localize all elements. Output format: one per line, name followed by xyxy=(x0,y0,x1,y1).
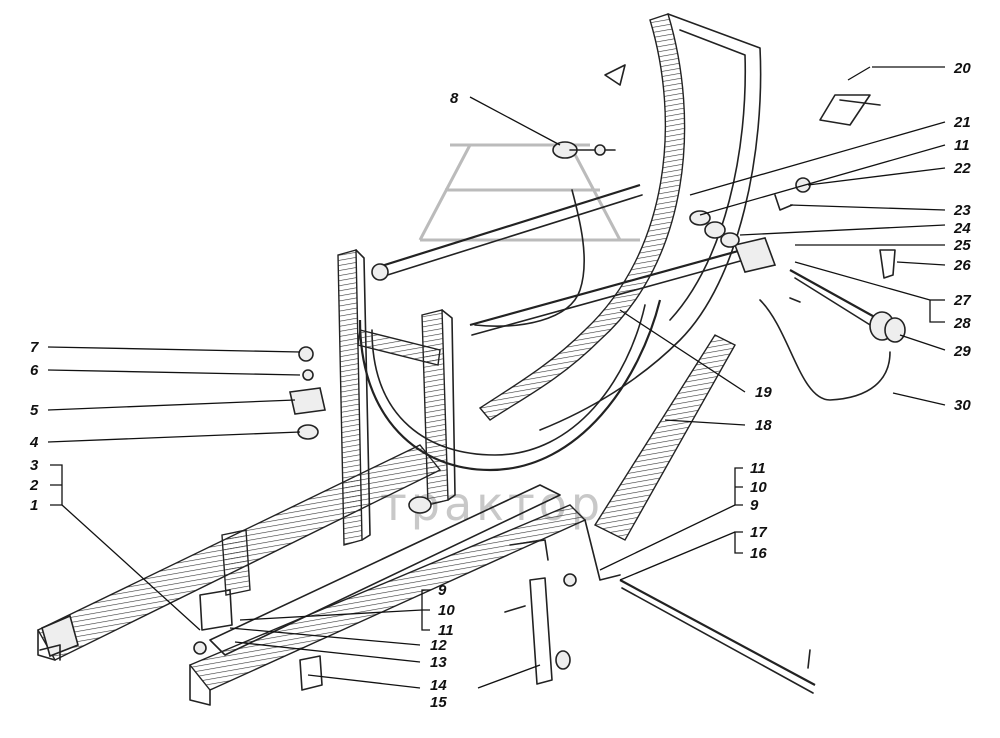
callout-10-bottom: 10 xyxy=(438,602,455,619)
callout-2: 2 xyxy=(29,477,39,494)
strap-band xyxy=(357,299,662,472)
callout-3: 3 xyxy=(30,457,39,474)
callout-11-right: 11 xyxy=(750,460,766,477)
brace-rod xyxy=(469,237,777,336)
callout-25: 25 xyxy=(953,237,971,254)
callout-labels: 8 20 21 11 22 23 24 25 26 27 28 29 30 7 … xyxy=(29,60,971,711)
callout-14: 14 xyxy=(430,677,447,694)
callout-13: 13 xyxy=(430,654,447,671)
callout-10-right: 10 xyxy=(750,479,767,496)
callout-28: 28 xyxy=(953,315,971,332)
leader-lines xyxy=(47,66,946,689)
brackets-fasteners xyxy=(193,346,577,691)
callout-21: 21 xyxy=(953,114,971,131)
pin-assembly xyxy=(689,210,906,343)
callout-11-bottom: 11 xyxy=(438,622,454,639)
callout-22: 22 xyxy=(953,160,971,177)
callout-26: 26 xyxy=(953,257,971,274)
callout-15: 15 xyxy=(430,694,447,711)
callout-24: 24 xyxy=(953,220,971,237)
callout-9-bottom: 9 xyxy=(438,582,447,599)
callout-23: 23 xyxy=(953,202,971,219)
callout-27: 27 xyxy=(953,292,971,309)
callout-18: 18 xyxy=(755,417,772,434)
callout-20: 20 xyxy=(953,60,971,77)
callout-11: 11 xyxy=(954,137,970,154)
tension-rod xyxy=(371,141,643,281)
carrier-arm xyxy=(478,13,762,581)
callout-5: 5 xyxy=(30,402,39,419)
callout-8: 8 xyxy=(450,90,459,107)
callout-7: 7 xyxy=(30,339,39,356)
callout-1: 1 xyxy=(30,497,38,514)
callout-30: 30 xyxy=(954,397,971,414)
callout-17: 17 xyxy=(750,524,767,541)
callout-4: 4 xyxy=(29,434,39,451)
cables xyxy=(474,189,891,401)
callout-19: 19 xyxy=(755,384,772,401)
callout-29: 29 xyxy=(953,343,971,360)
callout-9-right: 9 xyxy=(750,497,759,514)
long-rod xyxy=(619,579,816,694)
callout-16: 16 xyxy=(750,545,767,562)
callout-12: 12 xyxy=(430,637,447,654)
callout-6: 6 xyxy=(30,362,39,379)
